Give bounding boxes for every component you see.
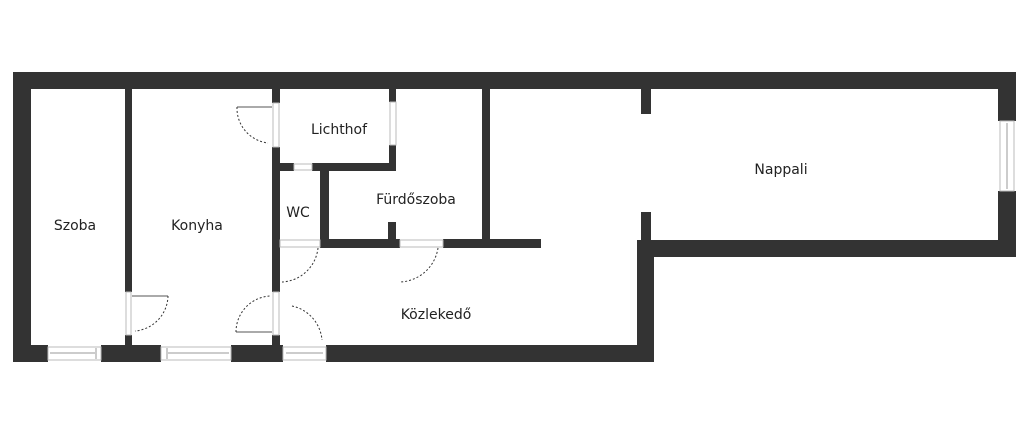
window-lichthof-furdo [389,101,397,146]
room-label-kozlekedo: Közlekedő [401,307,472,323]
wc-right-wall [320,171,329,248]
konyha-wc-wall [272,89,280,103]
door-frame-szoba [125,291,132,336]
walls [13,72,1016,362]
nappali-bottom-wall [637,240,1016,257]
door-frame-konyha [272,291,280,336]
furdo-bottom-wall [443,239,541,248]
door-frame-wc [279,239,321,248]
furdo-stub-wall [388,222,396,240]
outer-wall-right [998,72,1016,121]
outer-wall-bottom [231,345,283,362]
room-label-nappali: Nappali [754,162,807,178]
outer-wall-right [998,191,1016,257]
door-swing-konyha [235,295,271,333]
nappali-partition-bottom [641,212,651,242]
door-swing-lichthof [236,106,269,144]
window-lichthof-konyha [272,102,280,148]
szoba-konyha-wall [125,335,132,345]
lichthof-bottom-wall [280,163,294,171]
furdo-right-wall [482,89,490,241]
room-label-wc: WC [286,205,310,221]
room-labels: Szoba Konyha Lichthof WC Fürdőszoba Közl… [54,122,808,323]
door-swing-furdo [399,247,439,283]
lichthof-right-wall [389,89,396,102]
szoba-konyha-wall [125,89,132,292]
lichthof-right-wall [389,145,396,165]
door-swing-entrance [291,305,323,341]
outer-wall-top [13,72,1016,89]
nappali-partition-top [641,89,651,114]
outer-wall-bottom [326,345,654,362]
door-swings [132,106,439,341]
konyha-wc-wall [272,147,280,292]
konyha-wc-wall [272,335,280,345]
room-label-konyha: Konyha [171,218,223,234]
outer-wall-left [13,72,31,362]
outer-wall-bottom [13,345,48,362]
furdo-bottom-wall [320,239,400,248]
room-label-furdoszoba: Fürdőszoba [376,192,456,208]
door-swing-szoba [134,295,169,332]
door-swing-wc [281,247,319,283]
windows [47,101,1015,361]
outer-wall-right-kozlekedo [637,240,654,362]
room-label-szoba: Szoba [54,218,96,234]
window-lichthof-wc [293,163,313,171]
door-frame-furdo [399,239,444,248]
outer-wall-bottom [101,345,161,362]
room-label-lichthof: Lichthof [311,122,368,138]
lichthof-bottom-wall [312,163,396,171]
